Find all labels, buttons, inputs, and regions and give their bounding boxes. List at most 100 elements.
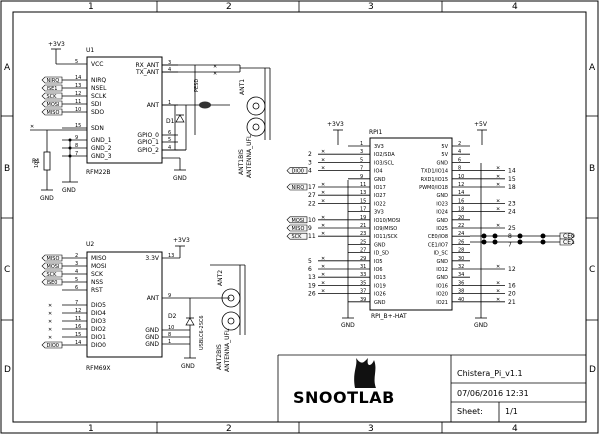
pin-number: 22: [458, 223, 464, 229]
pin-number: 20: [458, 215, 464, 221]
pin-name: GND: [437, 160, 449, 166]
gnd-symbol: GND: [40, 189, 54, 202]
net-flag: MOSI: [41, 262, 63, 270]
no-connect-mark: ✕: [321, 264, 325, 270]
u1-rf-network: ✕ ✕ D1 PESD GND: [162, 64, 240, 182]
net-number: 7: [508, 241, 512, 248]
pin-number: 1: [168, 339, 171, 345]
svg-text:+3V3: +3V3: [173, 237, 190, 244]
project-name: Chistera_Pi_v1.1: [457, 369, 523, 378]
no-connect-mark: ✕: [321, 182, 325, 188]
row-label: A: [589, 63, 596, 73]
ant1-label: ANTENNA_UFL: [246, 134, 253, 178]
pin-number: 36: [458, 280, 464, 286]
row-label: A: [4, 63, 11, 73]
net-number: 17: [308, 184, 316, 191]
net-flag-label: MOSI: [47, 264, 60, 270]
r1-resistor: ✕ R1 10k GND: [30, 124, 87, 202]
rpi-net-wire: ✕12: [470, 264, 516, 273]
flame-icon: [354, 358, 376, 388]
col-label: 3: [368, 2, 374, 12]
net-flag-label: SCK: [47, 272, 58, 278]
u1-gnd-group: GND: [62, 140, 78, 194]
pin-name: GND: [145, 327, 159, 334]
pin-number: 11: [75, 316, 81, 322]
net-flag: SCK: [41, 270, 63, 278]
no-connect-mark: ✕: [496, 198, 500, 204]
no-connect-mark: ✕: [496, 223, 500, 229]
pin-name: IO5: [374, 259, 383, 265]
net-number: 24: [508, 209, 516, 216]
net-number: 8: [508, 233, 512, 240]
pin-name: IO16: [436, 283, 448, 289]
pin-number: 3: [168, 60, 171, 66]
pin-number: 16: [75, 324, 81, 330]
ant2-label: ANTENNA_UFL: [224, 328, 231, 372]
pin-number: 24: [458, 231, 464, 237]
rpi-net-wire: ✕22: [308, 198, 348, 207]
pin-number: 2: [75, 253, 78, 259]
svg-text:+3V3: +3V3: [48, 41, 65, 48]
rpi-net-wire: ✕9: [308, 223, 348, 232]
pin-number: 28: [458, 248, 464, 254]
rpi-net-wire: ✕24: [470, 207, 516, 216]
net-flag-label: ISE1: [47, 86, 58, 92]
pin-name: IO4: [374, 169, 383, 175]
pin-name: NSS: [91, 279, 103, 286]
pin-name: DIO3: [91, 318, 106, 325]
pin-number: 39: [360, 297, 366, 303]
pin-number: 10: [75, 107, 81, 113]
u2-name: RFM69X: [86, 365, 111, 372]
pin-name: IO12: [436, 267, 448, 273]
rpi-net-wire: ✕20: [470, 289, 516, 298]
rpi-net-wire: ✕4: [308, 166, 348, 175]
net-flag: DIO0: [286, 167, 308, 175]
no-connect-mark: ✕: [496, 174, 500, 180]
d1-diode: [175, 114, 185, 123]
net-number: 11: [308, 233, 316, 240]
pin-number: 6: [168, 130, 171, 136]
pin-name: 3V3: [374, 210, 384, 216]
pin-name: GND: [374, 177, 386, 183]
rpi-net-wire: ✕6: [308, 264, 348, 273]
net-flag: MOSI: [41, 100, 63, 108]
pin-number: 15: [75, 332, 81, 338]
net-number: 3: [308, 159, 312, 166]
pin-name: SDO: [91, 109, 104, 116]
no-connect-mark: ✕: [496, 182, 500, 188]
net-flag-label: MISO: [47, 256, 60, 262]
pin-name: 3.3V: [145, 255, 160, 262]
net-flag: ISE1: [41, 84, 63, 92]
rpi-net-wire: ✕23: [470, 198, 516, 207]
r1-value: 10k: [34, 159, 40, 168]
pin-number: 10: [458, 174, 464, 180]
pin-name: IO2/SDA: [374, 152, 395, 158]
no-connect-mark: ✕: [496, 280, 500, 286]
net-number: 12: [508, 266, 516, 273]
net-number: 10: [308, 217, 316, 224]
net-number: 2: [308, 151, 312, 158]
ant1-part: ANT1BIS: [238, 149, 245, 175]
pin-number: 5: [75, 277, 78, 283]
rpi-ce-flags: CE0 CE1: [470, 232, 575, 246]
rpi-net-wire: ✕18: [470, 182, 516, 191]
pin-name: ID_SD: [374, 251, 389, 257]
title-block: SNOOTLAB Chistera_Pi_v1.1 07/06/2016 12:…: [277, 354, 586, 422]
pin-number: 4: [168, 145, 171, 151]
ant2-connector: ANT2 ANT2BIS ANTENNA_UFL: [210, 264, 246, 372]
